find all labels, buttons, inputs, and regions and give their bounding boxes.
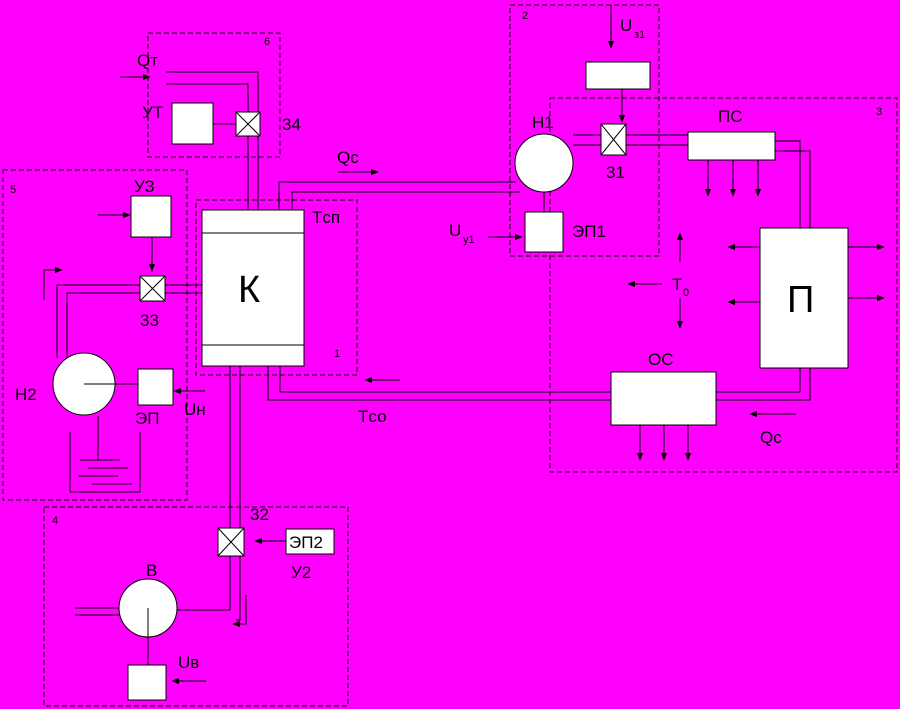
ep-box bbox=[137, 368, 174, 406]
svg-text:з1: з1 bbox=[634, 29, 645, 41]
un-label: Uн bbox=[184, 400, 206, 419]
condenser-k-label: К bbox=[238, 269, 260, 311]
ep2-label: ЭП2 bbox=[289, 533, 323, 552]
pump-h1-label: Н1 bbox=[532, 113, 554, 132]
qt-label: Qт bbox=[137, 51, 158, 70]
p-to-os-a bbox=[716, 368, 801, 393]
valve-34-number: 34 bbox=[282, 115, 301, 134]
block-5-number: 5 bbox=[10, 184, 16, 196]
block-2-number: 2 bbox=[522, 10, 528, 22]
heater-p-label: П bbox=[787, 279, 814, 321]
pipe-b-inner bbox=[236, 366, 241, 621]
pump-b-label: В bbox=[146, 561, 157, 580]
os-box bbox=[610, 371, 717, 426]
pipe-qt-inner bbox=[166, 83, 249, 210]
valve-32 bbox=[217, 527, 245, 557]
valve-31-number: 31 bbox=[606, 163, 625, 182]
valve-34 bbox=[235, 111, 261, 137]
pipe-b-outer bbox=[172, 366, 231, 611]
svg-text:U: U bbox=[620, 16, 632, 35]
block-1-number: 1 bbox=[334, 348, 340, 360]
svg-text:T: T bbox=[672, 275, 682, 294]
u2-label: У2 bbox=[291, 563, 311, 582]
block-3-number: 3 bbox=[876, 106, 882, 118]
heater-p-box bbox=[759, 227, 849, 369]
pipe-h2-outer bbox=[56, 284, 202, 358]
block-5-frame bbox=[2, 169, 188, 501]
block-4-frame bbox=[43, 506, 349, 707]
valve-31 bbox=[600, 123, 627, 156]
pipe-k-to-h1-b bbox=[291, 191, 520, 210]
uz1-box bbox=[585, 61, 651, 90]
os-label: ОС bbox=[648, 350, 674, 369]
tsp-label: Tсп bbox=[312, 208, 340, 227]
block-4-number: 4 bbox=[52, 515, 58, 527]
uz-label: УЗ bbox=[134, 177, 155, 196]
ps-to-p-a bbox=[775, 140, 801, 228]
valve-33-number: 33 bbox=[140, 311, 159, 330]
os-to-k-a bbox=[279, 366, 611, 393]
ep2-box bbox=[285, 528, 335, 555]
condenser-k-box bbox=[201, 209, 305, 367]
pump-b-outlet-arrow bbox=[232, 595, 247, 628]
pipe-k-to-h1-a bbox=[278, 181, 516, 210]
svg-text:0: 0 bbox=[683, 287, 689, 299]
uz-box bbox=[130, 195, 172, 238]
block-2-frame bbox=[509, 4, 660, 257]
uv-label: Uв bbox=[178, 653, 199, 672]
ps-to-p-b bbox=[775, 150, 811, 228]
svg-text:U: U bbox=[449, 221, 461, 240]
os-to-k-b bbox=[267, 366, 611, 401]
valve-32-number: 32 bbox=[250, 505, 269, 524]
ep1-box bbox=[524, 211, 564, 253]
qc-top-label: Qc bbox=[337, 148, 359, 167]
ep1-label: ЭП1 bbox=[572, 222, 606, 241]
pipe-qt-outer bbox=[166, 71, 259, 210]
ps-label: ПС bbox=[718, 107, 743, 126]
block-6-frame bbox=[147, 32, 281, 158]
pump-h1-circle bbox=[514, 133, 574, 193]
uz1-label: U з1 bbox=[620, 16, 645, 41]
tank-h2 bbox=[69, 432, 141, 493]
svg-text:у1: у1 bbox=[463, 234, 475, 246]
block-1-frame bbox=[195, 199, 358, 376]
ut-box bbox=[171, 102, 214, 145]
ps-box bbox=[687, 131, 776, 161]
qc-bottom-label: Qc bbox=[760, 428, 782, 447]
h2-discharge-arrow bbox=[43, 266, 63, 300]
valve-33 bbox=[139, 275, 166, 302]
ep-label: ЭП bbox=[135, 409, 159, 428]
tso-label: Tсо bbox=[358, 407, 387, 426]
t0-label: T 0 bbox=[672, 275, 689, 299]
ut-label: УТ bbox=[142, 103, 163, 122]
block-6-number: 6 bbox=[264, 36, 270, 48]
pump-h2-label: Н2 bbox=[15, 385, 37, 404]
p-to-os-b bbox=[716, 368, 811, 401]
uy1-label: U у1 bbox=[449, 221, 475, 246]
uv-drive-box bbox=[127, 664, 167, 701]
